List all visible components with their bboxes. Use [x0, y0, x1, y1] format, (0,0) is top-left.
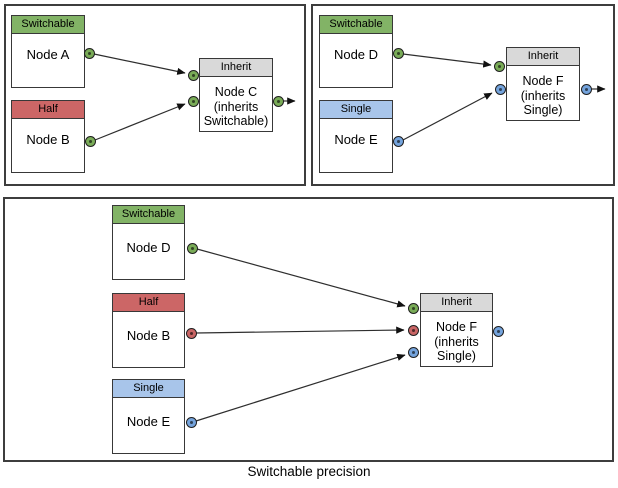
panel-bottom	[3, 197, 614, 462]
node-type-label: Inherit	[441, 296, 472, 308]
node-f-body: Node F (inherits Single)	[421, 312, 492, 369]
node-f-type-header: Inherit	[507, 48, 579, 66]
input-socket-2-node-f	[494, 83, 506, 95]
node-type-label: Half	[138, 296, 159, 308]
node-e-type-header: Single	[113, 380, 184, 398]
node-sublabel: (inherits Single)	[434, 334, 479, 363]
node-b-body: Node B	[113, 312, 184, 344]
node-type-label: Switchable	[121, 208, 176, 220]
output-socket-node-f	[580, 83, 592, 95]
node-b-body: Node B	[12, 119, 84, 148]
output-socket-node-d	[392, 47, 404, 59]
node-sublabel: (inherits Single)	[520, 88, 566, 117]
input-socket-1-node-f-bottom	[407, 302, 419, 314]
node-a-body: Node A	[12, 34, 84, 63]
input-socket-1-node-c	[187, 69, 199, 81]
node-c-type-header: Inherit	[200, 59, 272, 77]
node-b-bottom: Half Node B	[112, 293, 185, 368]
figure-caption: Switchable precision	[247, 464, 371, 479]
output-socket-node-d-bottom	[186, 242, 198, 254]
output-socket-node-b-bottom	[185, 327, 197, 339]
output-socket-node-a	[83, 47, 95, 59]
node-label: Node C	[214, 85, 258, 100]
node-e-body: Node E	[320, 119, 392, 148]
node-type-label: Half	[38, 103, 58, 115]
node-d-body: Node D	[320, 34, 392, 63]
node-label: Node D	[333, 47, 379, 62]
node-label: Node B	[126, 328, 171, 343]
node-type-label: Single	[340, 103, 372, 115]
node-c-body: Node C (inherits Switchable)	[200, 77, 272, 134]
node-label: Node E	[126, 414, 171, 429]
node-f-body: Node F (inherits Single)	[507, 66, 579, 123]
node-sublabel: (inherits Switchable)	[203, 99, 269, 128]
output-socket-node-b	[84, 135, 96, 147]
output-socket-node-e-bottom	[185, 416, 197, 428]
node-type-label: Single	[133, 382, 164, 394]
input-socket-3-node-f-bottom	[407, 346, 419, 358]
node-f-type-header: Inherit	[421, 294, 492, 312]
input-socket-2-node-c	[187, 95, 199, 107]
node-type-label: Switchable	[21, 18, 75, 30]
node-label: Node B	[26, 132, 70, 147]
node-label: Node A	[26, 47, 70, 62]
node-e-type-header: Single	[320, 101, 392, 119]
node-label: Node F	[522, 74, 564, 89]
node-d-type-header: Switchable	[113, 206, 184, 224]
node-e: Single Node E	[319, 100, 393, 173]
node-label: Node F	[436, 320, 477, 335]
input-socket-1-node-f	[493, 60, 505, 72]
output-socket-node-e	[392, 135, 404, 147]
node-label: Node D	[126, 240, 171, 255]
node-f: Inherit Node F (inherits Single)	[506, 47, 580, 121]
node-b-type-header: Half	[113, 294, 184, 312]
output-socket-node-c	[272, 95, 284, 107]
node-b: Half Node B	[11, 100, 85, 173]
node-label: Node E	[334, 132, 378, 147]
node-d-body: Node D	[113, 224, 184, 256]
node-b-type-header: Half	[12, 101, 84, 119]
node-type-label: Inherit	[527, 50, 559, 62]
node-d-type-header: Switchable	[320, 16, 392, 34]
input-socket-2-node-f-bottom	[407, 324, 419, 336]
node-type-label: Switchable	[329, 18, 383, 30]
node-e-body: Node E	[113, 398, 184, 430]
node-d: Switchable Node D	[319, 15, 393, 88]
output-socket-node-f-bottom	[492, 325, 504, 337]
node-e-bottom: Single Node E	[112, 379, 185, 454]
node-a: Switchable Node A	[11, 15, 85, 88]
node-c: Inherit Node C (inherits Switchable)	[199, 58, 273, 132]
node-d-bottom: Switchable Node D	[112, 205, 185, 280]
node-a-type-header: Switchable	[12, 16, 84, 34]
node-type-label: Inherit	[220, 61, 252, 73]
node-f-bottom: Inherit Node F (inherits Single)	[420, 293, 493, 367]
